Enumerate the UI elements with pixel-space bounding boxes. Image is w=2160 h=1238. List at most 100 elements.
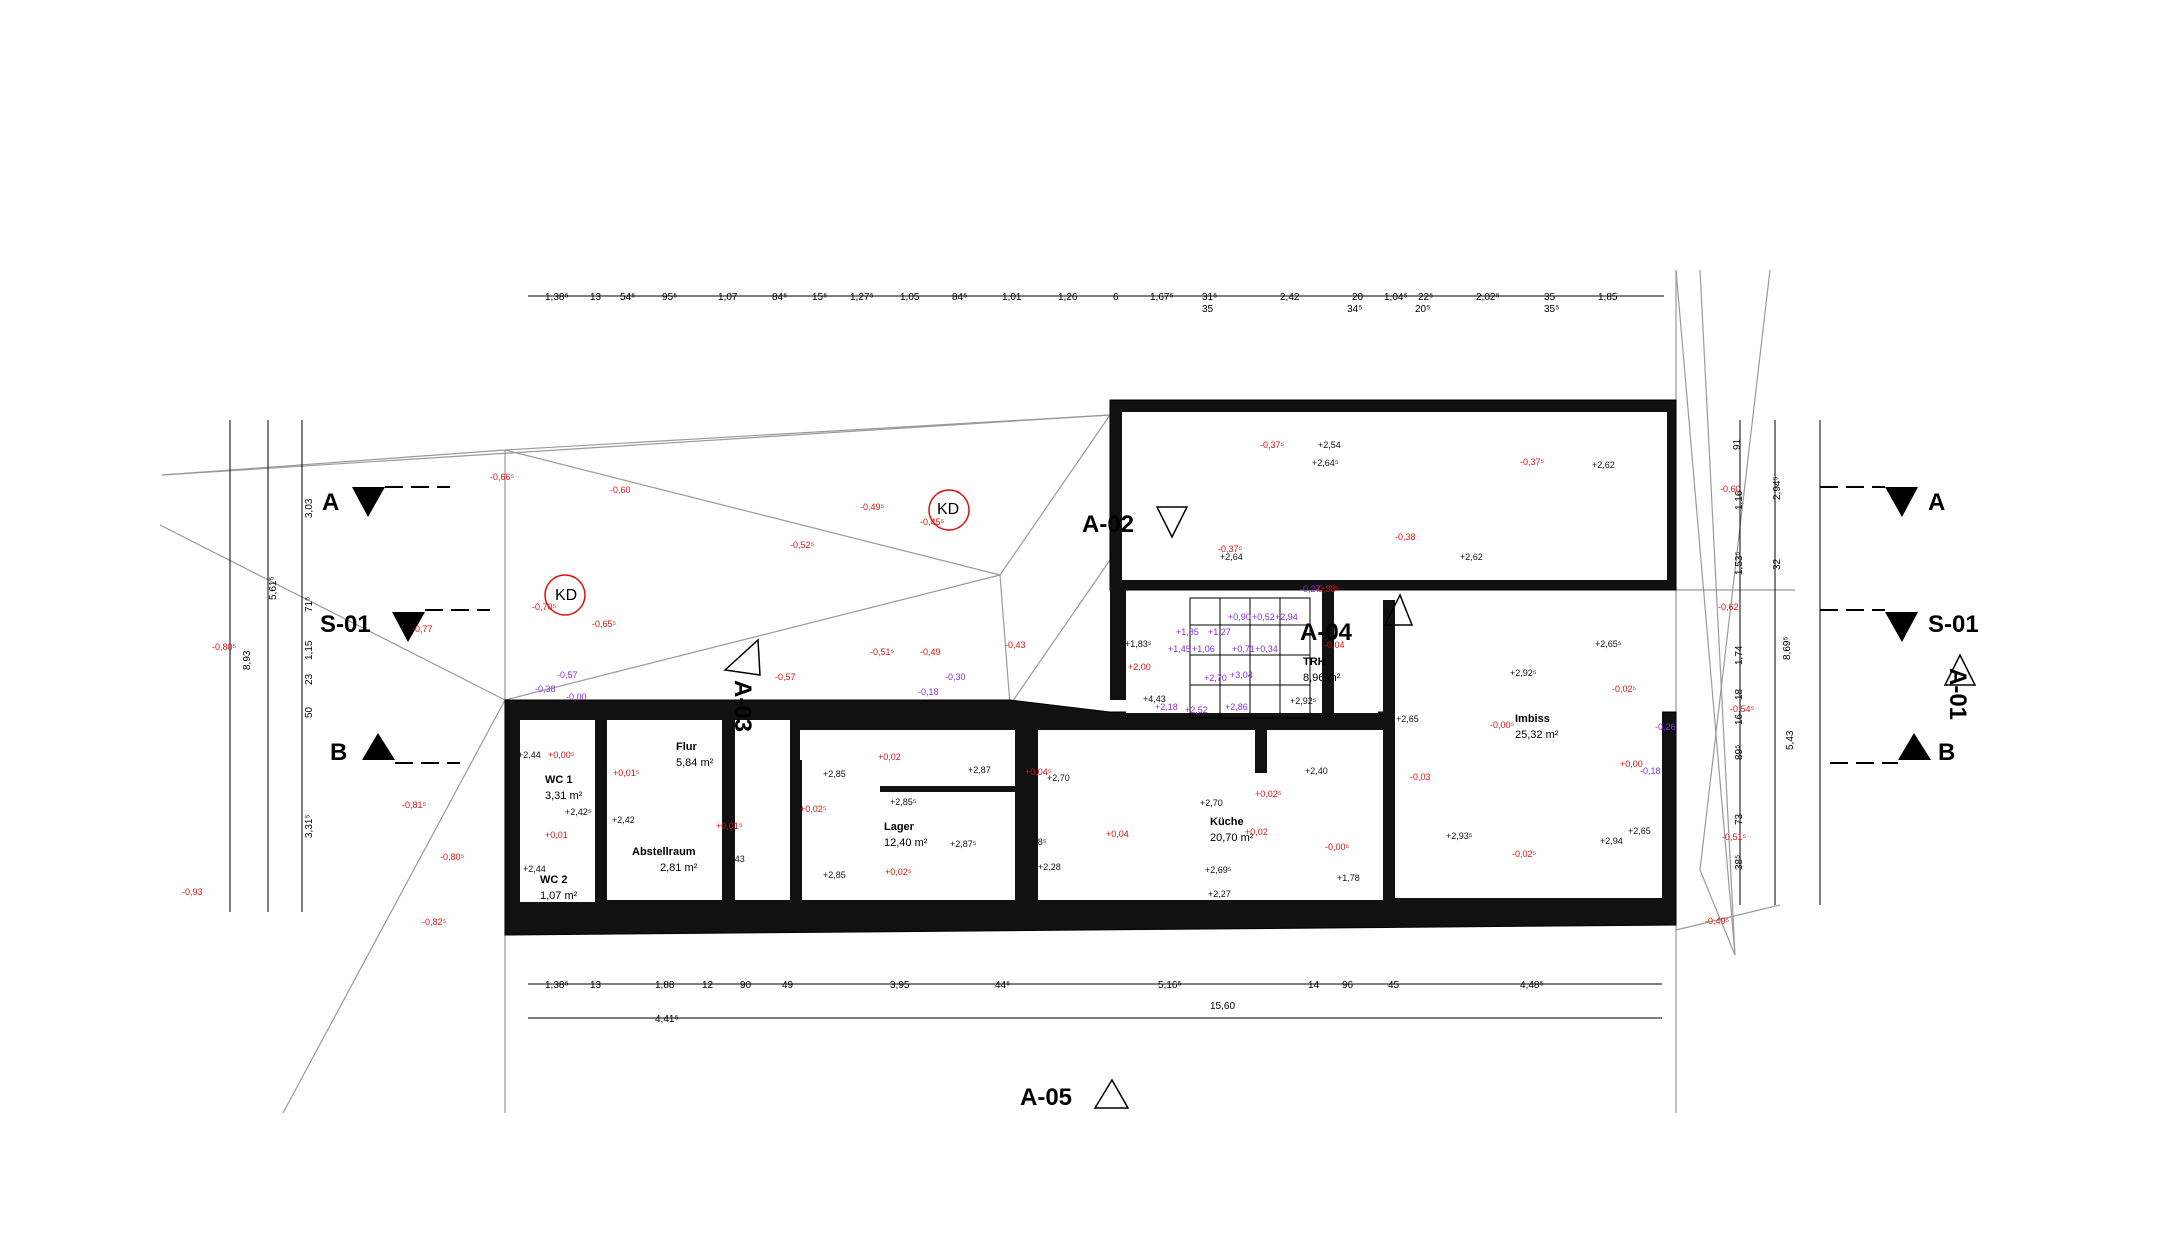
black-level-19: +2,69⁵ xyxy=(1205,865,1232,875)
black-level-16: +1,88⁵ xyxy=(1020,837,1047,847)
black-level-12: +2,85⁵ xyxy=(890,797,917,807)
top-dim-sub-0: 35 xyxy=(1202,304,1214,315)
top-dim-13: 1,67⁵ xyxy=(1150,292,1174,303)
right-dim-8: 16 xyxy=(1734,713,1745,725)
red-level-12: -0,82⁵ xyxy=(422,917,447,927)
black-level-1: +2,64⁵ xyxy=(1312,458,1339,468)
black-level-31: +2,65 xyxy=(1628,826,1651,836)
kd-markers xyxy=(544,489,970,616)
room-area-imbiss: 25,32 m² xyxy=(1515,729,1559,741)
view-label-a05: A-05 xyxy=(1020,1084,1072,1111)
bottom-dim-5: 49 xyxy=(782,980,794,991)
red-level-15: -0,49 xyxy=(920,647,941,657)
black-level-17: +2,28 xyxy=(1038,862,1061,872)
black-level-20: +2,27 xyxy=(1208,889,1231,899)
dimension-lines xyxy=(229,295,1821,1019)
top-dim-10: 1,01 xyxy=(1002,292,1022,303)
right-dim-12: 38⁵ xyxy=(1734,855,1745,870)
black-level-18: +2,70 xyxy=(1200,798,1223,808)
section-label-b-left: B xyxy=(330,739,347,766)
room-area-wc2: 1,07 m² xyxy=(540,890,578,902)
purple-level-20: -0,26 xyxy=(1655,722,1676,732)
top-dim-16: 20 xyxy=(1352,292,1364,303)
purple-level-21: -0,18 xyxy=(1640,766,1661,776)
bottom-dim-3: 12 xyxy=(702,980,714,991)
black-level-3: +2,64 xyxy=(1220,552,1243,562)
room-name-kueche: Küche xyxy=(1210,816,1244,828)
black-level-13: +2,70 xyxy=(1047,773,1070,783)
view-a05-icon xyxy=(1093,1078,1130,1109)
bottom-total-1: 15,60 xyxy=(1210,1001,1235,1012)
red-level-28: +0,01⁵ xyxy=(613,768,640,778)
purple-level-2: +1,27 xyxy=(1208,627,1231,637)
purple-level-1: +1,85 xyxy=(1176,627,1199,637)
right-dim-6: 1,74 xyxy=(1734,645,1745,665)
bottom-dim-2: 1,88 xyxy=(655,980,675,991)
bottom-dim-1: 13 xyxy=(590,980,602,991)
black-level-5: +2,44 xyxy=(518,750,541,760)
red-level-38: -0,03 xyxy=(1410,772,1431,782)
view-a03-icon xyxy=(723,638,761,676)
kd-label-2: KD xyxy=(555,587,577,604)
bottom-dim-7: 44⁵ xyxy=(995,980,1010,991)
section-b-left-icon xyxy=(362,733,395,760)
black-level-24: +4,43 xyxy=(1143,694,1166,704)
bottom-dim-11: 45 xyxy=(1388,980,1400,991)
right-dim-3: 1,53⁵ xyxy=(1734,551,1745,575)
black-level-28: +2,65⁵ xyxy=(1595,639,1622,649)
room-area-trh: 8,96 m² xyxy=(1303,672,1341,684)
view-a04-icon xyxy=(1383,593,1414,626)
red-level-43: -0,00⁵ xyxy=(1325,842,1350,852)
bottom-dim-8: 5,16⁵ xyxy=(1158,980,1182,991)
room-name-wc2: WC 2 xyxy=(540,874,568,886)
view-label-a01: A-01 xyxy=(1944,668,1971,720)
top-dim-sub-1: 34⁵ xyxy=(1347,304,1362,315)
black-level-29: +2,93⁵ xyxy=(1446,831,1473,841)
red-level-37: +0,02 xyxy=(1245,827,1268,837)
red-level-32: +0,02⁵ xyxy=(800,804,827,814)
section-s01-right-icon xyxy=(1885,612,1918,642)
red-level-25: -0,51⁵ xyxy=(1722,832,1747,842)
view-label-a02: A-02 xyxy=(1082,511,1134,538)
black-level-27: +2,92⁵ xyxy=(1510,668,1537,678)
top-dim-20: 35 xyxy=(1544,292,1556,303)
bottom-total-0: 4,41⁵ xyxy=(655,1014,679,1025)
left-dim-4: 1,15 xyxy=(304,640,315,660)
top-dim-5: 84⁵ xyxy=(772,292,787,303)
red-level-7: -0,77 xyxy=(412,624,433,634)
room-area-abstell: 2,81 m² xyxy=(660,862,698,874)
top-dim-3: 95⁵ xyxy=(662,292,677,303)
bottom-dim-12: 4,48⁵ xyxy=(1520,980,1544,991)
red-level-9: -0,81⁵ xyxy=(402,800,427,810)
red-level-0: -0,66⁵ xyxy=(490,472,515,482)
top-dim-17: 1,04⁵ xyxy=(1384,292,1408,303)
red-level-11: -0,93 xyxy=(182,887,203,897)
black-elevation-labels: +2,54+2,64⁵+2,62+2,64+2,62+2,44+2,42⁵+2,… xyxy=(518,440,1651,899)
purple-level-17: -0,38 xyxy=(535,684,556,694)
black-level-11: +2,87 xyxy=(968,765,991,775)
section-a-right-icon xyxy=(1885,487,1918,517)
stair xyxy=(1189,597,1311,719)
bottom-dim-4: 90 xyxy=(740,980,752,991)
red-level-39: -0,00⁵ xyxy=(1490,720,1515,730)
section-b-right-icon xyxy=(1898,733,1931,760)
bottom-dim-9: 14 xyxy=(1308,980,1320,991)
view-markers xyxy=(723,506,1977,1109)
top-dim-8: 1,05 xyxy=(900,292,920,303)
black-level-23: +1,83⁵ xyxy=(1125,639,1152,649)
section-lines xyxy=(385,486,1898,764)
right-dim-7: 18 xyxy=(1734,688,1745,700)
purple-elevation-labels: -0,27+1,85+1,27+0,90+0,52+2,94+1,45+1,06… xyxy=(535,584,1676,776)
top-dim-14: 31⁵ xyxy=(1202,292,1217,303)
black-level-4: +2,62 xyxy=(1460,552,1483,562)
red-level-42: +0,00 xyxy=(1620,759,1643,769)
red-level-33: +0,02⁵ xyxy=(885,867,912,877)
purple-level-10: +2,70 xyxy=(1204,673,1227,683)
right-dim-11: 73 xyxy=(1734,813,1745,825)
top-dim-7: 1,27⁵ xyxy=(850,292,874,303)
red-level-4: -0,52⁵ xyxy=(790,540,815,550)
red-level-41: -0,02⁵ xyxy=(1512,849,1537,859)
room-name-wc1: WC 1 xyxy=(545,774,573,786)
kd-circle-1-icon xyxy=(928,489,970,531)
